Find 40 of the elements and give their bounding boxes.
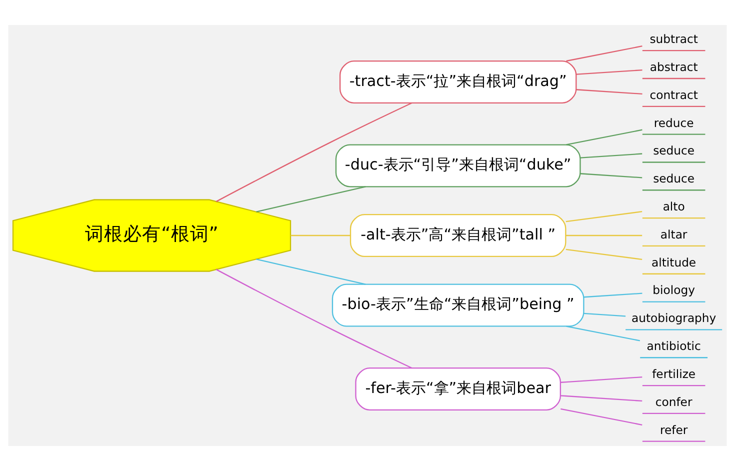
connector <box>566 248 642 260</box>
node-text: refer <box>660 422 688 437</box>
node-text: alto <box>662 199 685 214</box>
node-text: biology <box>652 283 695 298</box>
connector <box>584 292 642 298</box>
node-text: fertilize <box>652 366 696 381</box>
node-text: contract <box>650 88 698 102</box>
node-box: -bio-表示”生命“来自根词”being ” <box>332 284 584 327</box>
node-box: -duc-表示“引导”来自根词“duke” <box>335 144 581 188</box>
node-text: abstract <box>650 60 698 74</box>
connector <box>560 376 642 383</box>
node-text: subtract <box>650 32 698 46</box>
connector <box>566 46 642 62</box>
node-text: seduce <box>653 144 695 158</box>
connector <box>256 258 366 285</box>
connector <box>560 395 642 402</box>
connector <box>290 234 350 236</box>
connector <box>560 408 642 426</box>
connector <box>216 102 412 202</box>
connector <box>576 69 642 75</box>
connector <box>566 129 642 146</box>
node-text: autobiography <box>631 311 716 326</box>
connector <box>576 89 642 95</box>
node-text: seduce <box>653 172 695 186</box>
connector <box>566 211 642 222</box>
connector <box>580 173 642 178</box>
connector <box>566 234 642 236</box>
node-text: reduce <box>654 116 694 130</box>
node-text: altar <box>660 227 688 242</box>
node-box: -alt-表示”高“来自根词”tall ” <box>350 214 566 258</box>
node-text: confer <box>655 394 692 409</box>
node-text: altitude <box>652 255 696 270</box>
connector <box>566 326 640 342</box>
connector <box>584 312 626 317</box>
connector <box>256 186 366 212</box>
node-text: antibiotic <box>646 339 701 354</box>
connector <box>580 153 642 158</box>
node-box: -tract-表示“拉”来自根词“drag” <box>339 60 577 104</box>
connector <box>216 268 412 369</box>
node-box: -fer-表示“拿”来自根词bear <box>355 368 562 411</box>
